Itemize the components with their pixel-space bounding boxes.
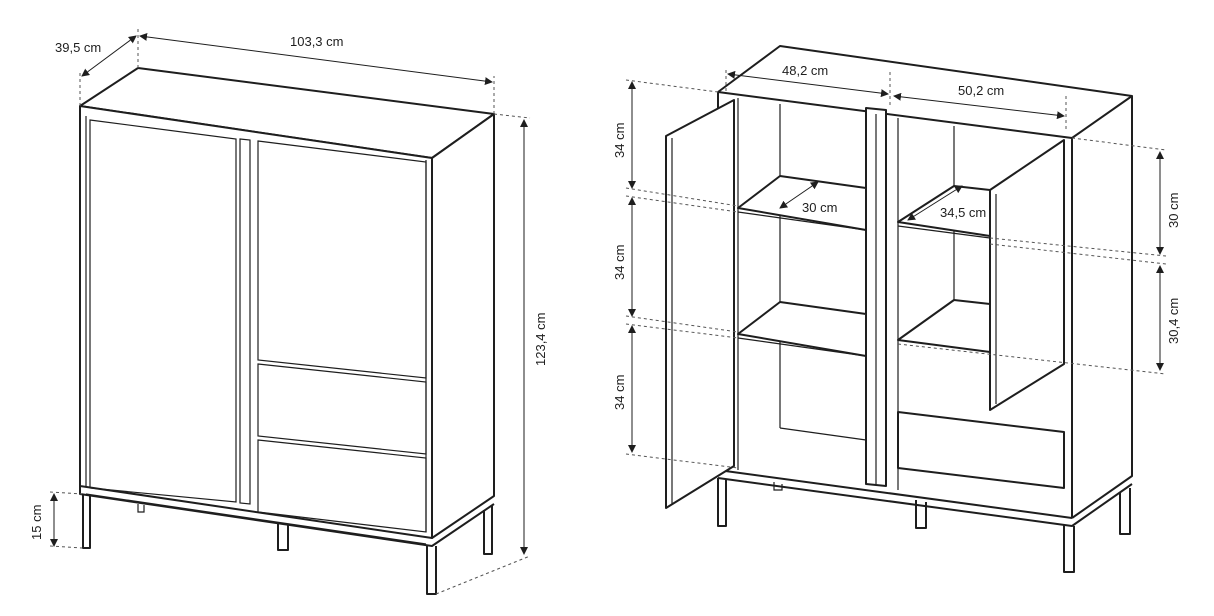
- closed-cabinet: [79, 67, 495, 595]
- left-width-label: 48,2 cm: [782, 63, 828, 78]
- open-dimensions: 48,2 cm 50,2 cm 30 cm 34,5 cm 34 cm 34 c…: [612, 63, 1181, 469]
- right-compartment-1-label: 30 cm: [1166, 193, 1181, 228]
- right-width-label: 50,2 cm: [958, 83, 1004, 98]
- depth-label: 39,5 cm: [55, 40, 101, 55]
- closed-dimensions: 39,5 cm 103,3 cm 123,4 cm 15 cm: [29, 28, 548, 595]
- right-compartment-2-label: 30,4 cm: [1166, 298, 1181, 344]
- left-compartment-3-label: 34 cm: [612, 375, 627, 410]
- leg-height-label: 15 cm: [29, 505, 44, 540]
- right-shelf-depth-label: 34,5 cm: [940, 205, 986, 220]
- left-compartment-1-label: 34 cm: [612, 123, 627, 158]
- left-compartment-2-label: 34 cm: [612, 245, 627, 280]
- height-label: 123,4 cm: [533, 313, 548, 366]
- width-label: 103,3 cm: [290, 34, 343, 49]
- open-cabinet: [665, 45, 1133, 573]
- left-shelf-depth-label: 30 cm: [802, 200, 837, 215]
